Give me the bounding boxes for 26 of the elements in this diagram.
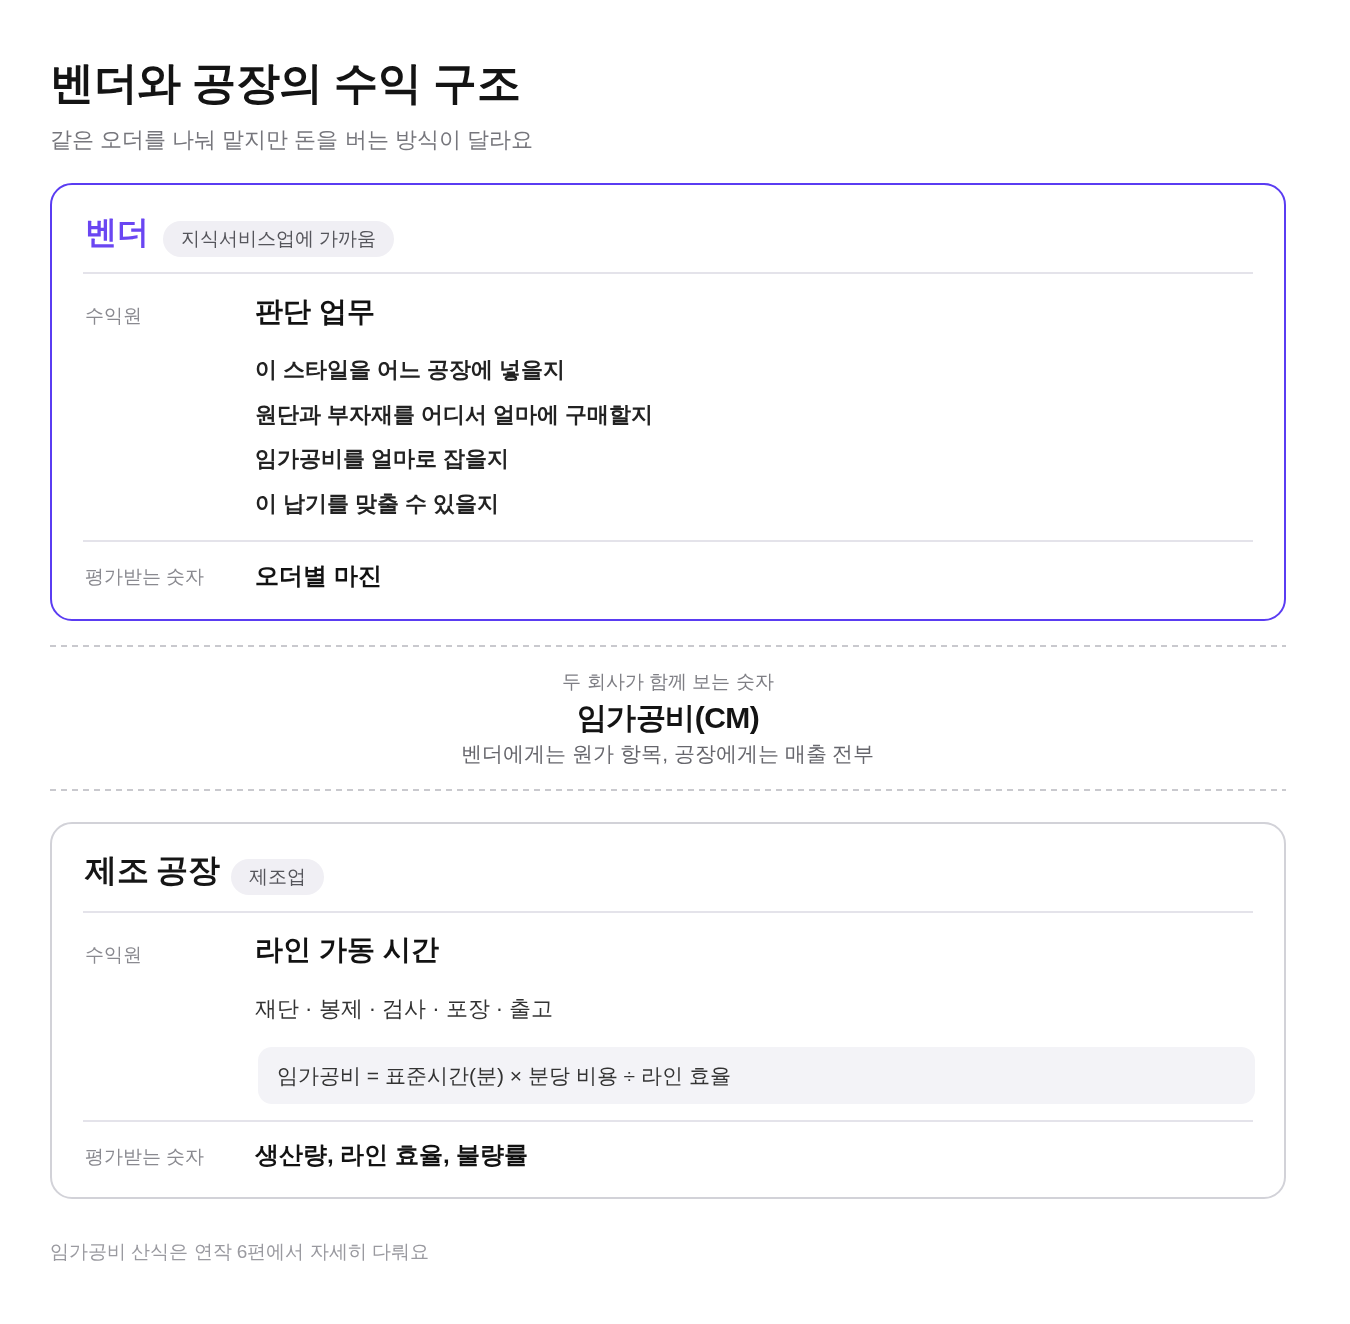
section-label: 두 회사가 함께 보는 숫자 xyxy=(562,669,774,694)
card-title: 벤더 xyxy=(85,213,148,252)
list-item: 원단과 부자재를 어디서 얼마에 구매할지 xyxy=(255,400,654,429)
highlight-heading: 임가공비(CM) xyxy=(576,699,760,736)
row-heading: 판단 업무 xyxy=(255,295,375,329)
formula-box: 임가공비 = 표준시간(분) × 분당 비용 ÷ 라인 효율 xyxy=(258,1047,1255,1104)
description: 벤더에게는 원가 항목, 공장에게는 매출 전부 xyxy=(461,740,875,767)
row-label: 수익원 xyxy=(85,942,142,967)
list-item: 이 스타일을 어느 공장에 넣을지 xyxy=(255,355,566,384)
list-item: 임가공비를 얼마로 잡을지 xyxy=(255,444,510,473)
card xyxy=(50,822,1286,1199)
list-item: 이 납기를 맞출 수 있을지 xyxy=(255,489,500,518)
card-title: 제조 공장 xyxy=(85,851,220,890)
row-label: 평가받는 숫자 xyxy=(85,564,205,589)
metric-value: 오더별 마진 xyxy=(255,560,382,591)
category-tag: 지식서비스업에 가까움 xyxy=(163,221,395,257)
row-label: 평가받는 숫자 xyxy=(85,1144,205,1169)
title: 벤더와 공장의 수익 구조 xyxy=(50,56,521,109)
row-label: 수익원 xyxy=(85,303,142,328)
category-tag: 제조업 xyxy=(231,859,324,895)
metric-value: 생산량, 라인 효율, 불량률 xyxy=(255,1139,529,1170)
subtitle: 같은 오더를 나눠 맡지만 돈을 버는 방식이 달라요 xyxy=(50,125,533,154)
process-steps: 재단 · 봉제 · 검사 · 포장 · 출고 xyxy=(255,993,554,1023)
row-heading: 라인 가동 시간 xyxy=(255,933,439,967)
card xyxy=(50,183,1286,621)
footnote: 임가공비 산식은 연작 6편에서 자세히 다뤄요 xyxy=(50,1239,429,1264)
